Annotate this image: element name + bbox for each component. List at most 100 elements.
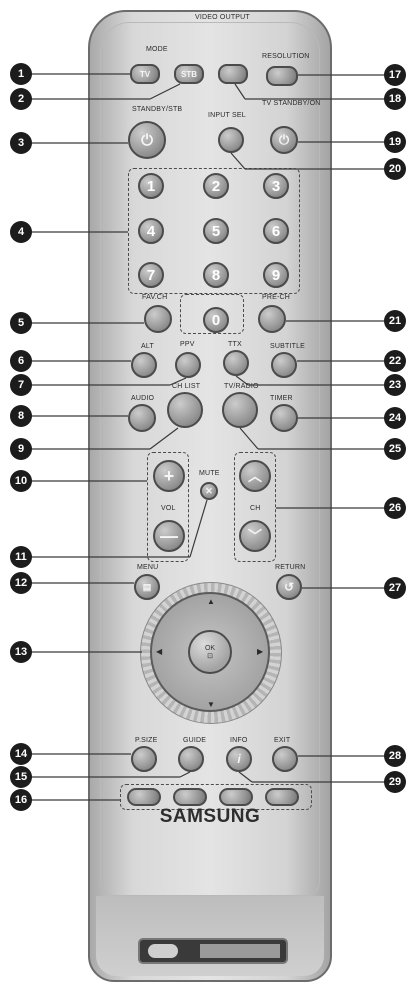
- callout-4: 4: [10, 221, 32, 243]
- mute-button[interactable]: ✕: [200, 482, 218, 500]
- stb-power-button[interactable]: ⏻: [128, 121, 166, 159]
- volume-up-button[interactable]: +: [153, 460, 185, 492]
- callout-16: 16: [10, 789, 32, 811]
- logo-text-plate: [200, 944, 280, 958]
- tv-radio-button[interactable]: [222, 392, 258, 428]
- standby-stb-label: STANDBY/STB: [132, 106, 183, 113]
- color-keys-group: [120, 784, 312, 810]
- mute-icon: ✕: [205, 485, 213, 496]
- minus-icon: —: [160, 525, 178, 546]
- callout-17: 17: [384, 64, 406, 86]
- brand-logo: SAMSUNG: [159, 806, 261, 827]
- ch-list-label: CH LIST: [172, 383, 201, 390]
- channel-down-button[interactable]: ﹀: [239, 520, 271, 552]
- alt-button[interactable]: [131, 352, 157, 378]
- number-key-6[interactable]: 6: [263, 218, 289, 244]
- callout-19: 19: [384, 131, 406, 153]
- color-key-b[interactable]: [173, 788, 207, 806]
- callout-18: 18: [384, 88, 406, 110]
- mode-indicator-label: MODE: [146, 46, 168, 53]
- callout-2: 2: [10, 88, 32, 110]
- channel-up-button[interactable]: ︿: [239, 460, 271, 492]
- chevron-up-icon: ︿: [248, 468, 262, 484]
- pre-ch-button[interactable]: [258, 305, 286, 333]
- down-arrow-icon[interactable]: ▼: [207, 700, 215, 709]
- ok-label: OK: [204, 644, 216, 652]
- callout-14: 14: [10, 743, 32, 765]
- callout-8: 8: [10, 405, 32, 427]
- power-icon: ⏻: [278, 132, 290, 147]
- callout-1: 1: [10, 63, 32, 85]
- pre-ch-label: PRE-CH: [262, 294, 291, 301]
- resolution-button[interactable]: [266, 66, 298, 86]
- channel-group: [234, 452, 276, 562]
- number-key-7[interactable]: 7: [138, 262, 164, 288]
- tv-standby-label: TV STANDBY/ON: [262, 100, 321, 107]
- callout-12: 12: [10, 572, 32, 594]
- guide-button[interactable]: [178, 746, 204, 772]
- video-output-button[interactable]: [218, 64, 248, 84]
- number-key-2[interactable]: 2: [203, 173, 229, 199]
- callout-13: 13: [10, 641, 32, 663]
- number-key-0[interactable]: 0: [203, 307, 229, 333]
- timer-label: TIMER: [270, 395, 293, 402]
- ppv-button[interactable]: [175, 352, 201, 378]
- volume-group: [147, 452, 189, 562]
- subtitle-button[interactable]: [271, 352, 297, 378]
- audio-label: AUDIO: [131, 395, 155, 402]
- tv-power-button[interactable]: ⏻: [270, 126, 298, 154]
- up-arrow-icon[interactable]: ▲: [207, 597, 215, 606]
- timer-button[interactable]: [270, 404, 298, 432]
- callout-28: 28: [384, 745, 406, 767]
- number-key-8[interactable]: 8: [203, 262, 229, 288]
- ok-button[interactable]: OK ⊡: [188, 630, 232, 674]
- remote-bottom-band: [96, 896, 324, 976]
- input-sel-button[interactable]: [218, 127, 244, 153]
- tv-mode-button[interactable]: TV: [130, 64, 160, 84]
- volume-down-button[interactable]: —: [153, 520, 185, 552]
- number-key-5[interactable]: 5: [203, 218, 229, 244]
- number-key-9[interactable]: 9: [263, 262, 289, 288]
- ttx-label: TTX: [228, 341, 242, 348]
- color-key-d[interactable]: [265, 788, 299, 806]
- menu-icon: ▤: [142, 581, 152, 592]
- right-arrow-icon[interactable]: ▶: [257, 647, 264, 656]
- return-label: RETURN: [275, 564, 306, 571]
- callout-5: 5: [10, 312, 32, 334]
- callout-23: 23: [384, 374, 406, 396]
- menu-button[interactable]: ▤: [134, 574, 160, 600]
- exit-button[interactable]: [272, 746, 298, 772]
- vol-label: VOL: [161, 505, 176, 512]
- callout-29: 29: [384, 771, 406, 793]
- plus-icon: +: [163, 465, 175, 486]
- psize-button[interactable]: [131, 746, 157, 772]
- callout-6: 6: [10, 350, 32, 372]
- fav-ch-button[interactable]: [144, 305, 172, 333]
- ttx-button[interactable]: [223, 350, 249, 376]
- number-key-1[interactable]: 1: [138, 173, 164, 199]
- menu-label: MENU: [137, 564, 159, 571]
- chevron-down-icon: ﹀: [248, 528, 262, 544]
- stb-mode-button[interactable]: STB: [174, 64, 204, 84]
- return-button[interactable]: ↺: [276, 574, 302, 600]
- left-arrow-icon[interactable]: ◀: [156, 647, 163, 656]
- fav-ch-label: FAV.CH: [142, 294, 168, 301]
- info-button[interactable]: i: [226, 746, 252, 772]
- ch-list-button[interactable]: [167, 392, 203, 428]
- callout-7: 7: [10, 374, 32, 396]
- color-key-c[interactable]: [219, 788, 253, 806]
- callout-9: 9: [10, 438, 32, 460]
- number-key-4[interactable]: 4: [138, 218, 164, 244]
- callout-10: 10: [10, 470, 32, 492]
- callout-11: 11: [10, 546, 32, 568]
- resolution-label: RESOLUTION: [262, 53, 310, 60]
- video-output-label: VIDEO OUTPUT: [195, 14, 250, 21]
- callout-26: 26: [384, 497, 406, 519]
- color-key-a[interactable]: [127, 788, 161, 806]
- number-key-3[interactable]: 3: [263, 173, 289, 199]
- info-label: INFO: [230, 737, 248, 744]
- input-sel-label: INPUT SEL: [208, 112, 246, 119]
- audio-button[interactable]: [128, 404, 156, 432]
- exit-label: EXIT: [274, 737, 291, 744]
